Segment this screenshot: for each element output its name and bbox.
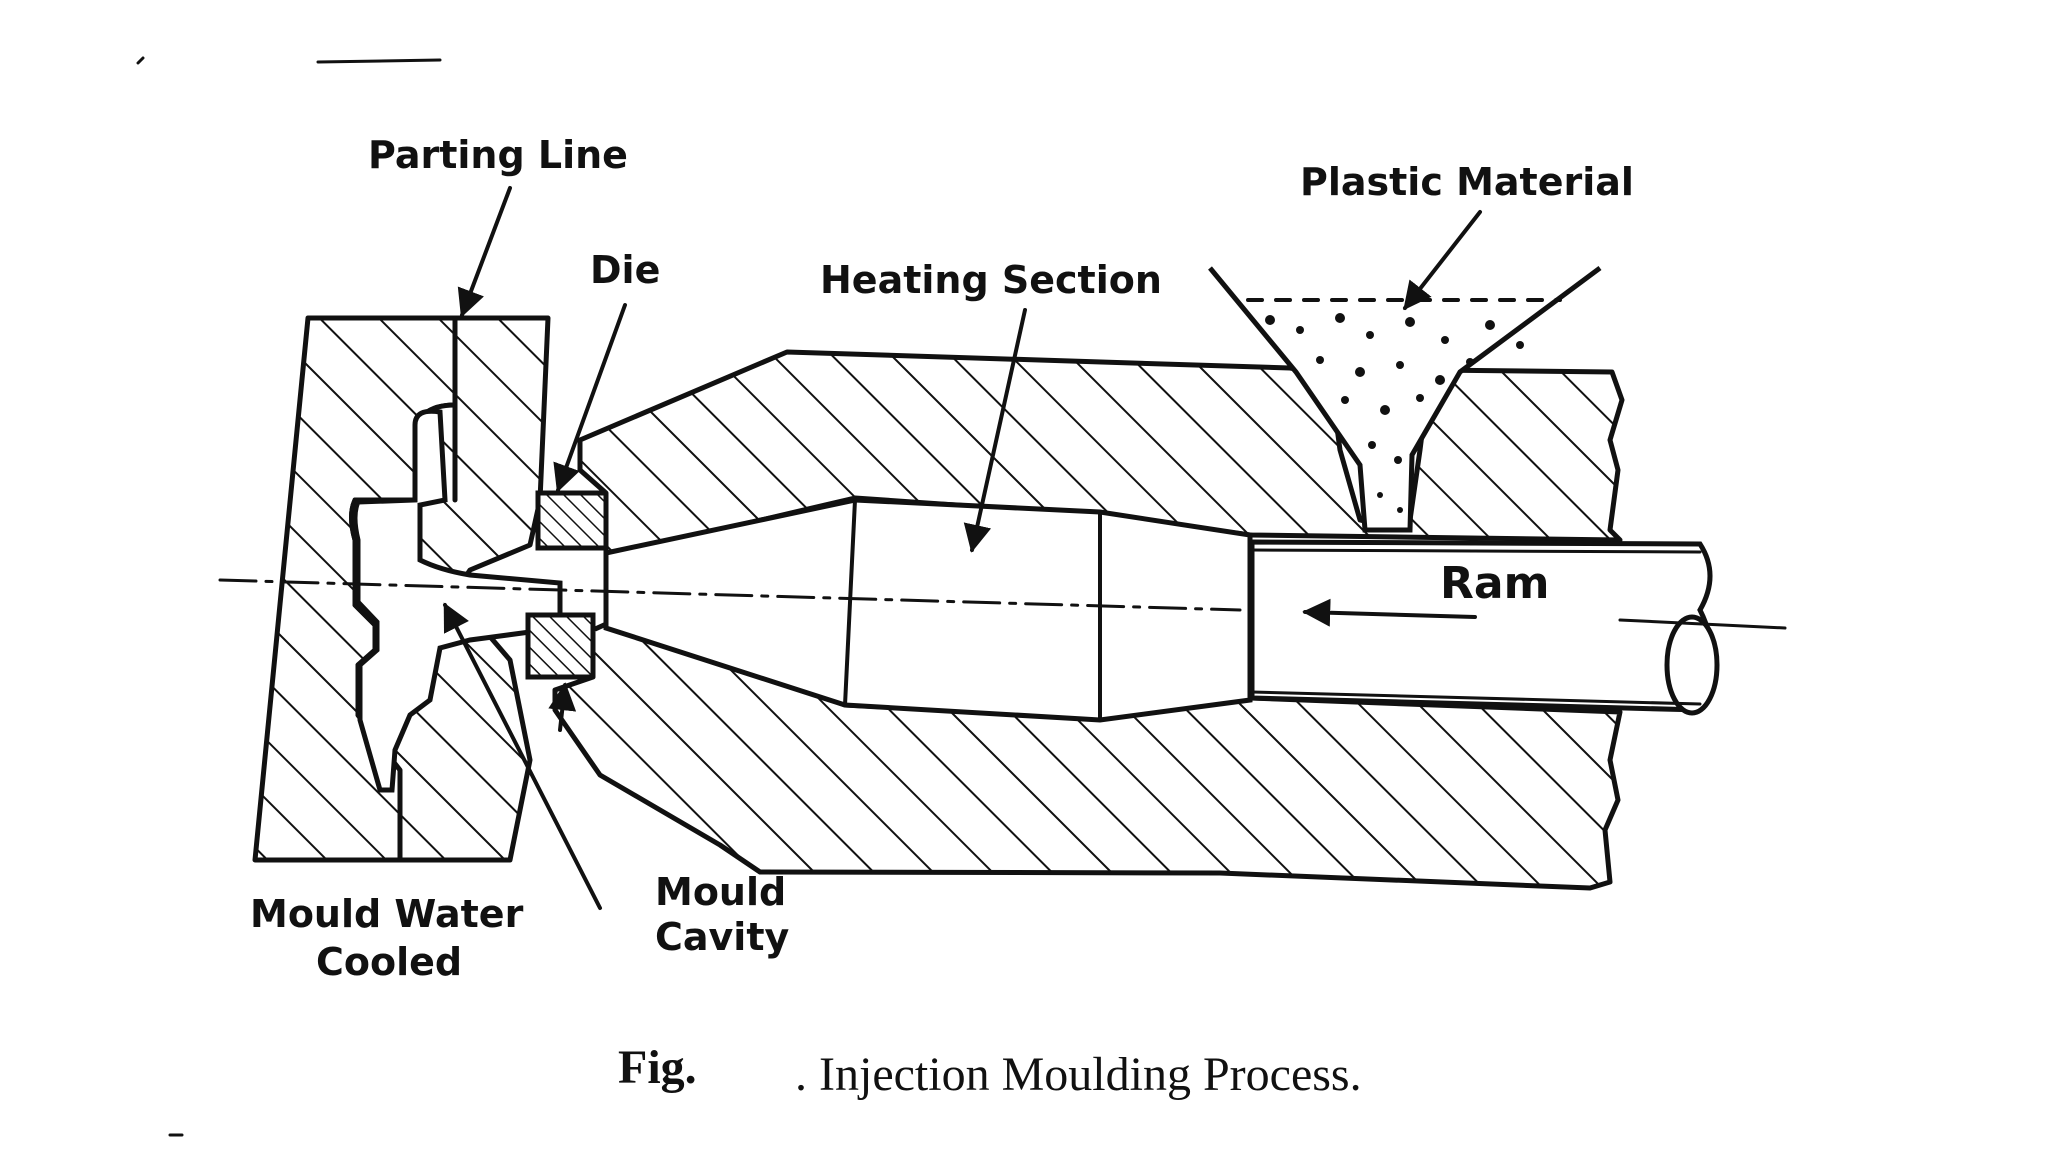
label-die: Die — [590, 248, 660, 292]
label-ram: Ram — [1440, 558, 1549, 609]
heating-section-left-wall — [843, 498, 857, 707]
label-mould-water: Mould Water — [250, 892, 524, 936]
caption-prefix: Fig. — [618, 1041, 697, 1094]
label-mould: Mould — [655, 870, 786, 914]
die-leader — [553, 303, 627, 493]
die-lower-leader — [548, 682, 577, 732]
hopper — [1208, 265, 1602, 533]
die-lower — [525, 612, 596, 680]
label-cooled: Cooled — [316, 940, 462, 984]
die-upper — [535, 490, 609, 551]
ram-top-edge — [1250, 548, 1702, 554]
plastic-material-leader — [1403, 210, 1482, 311]
ram-direction-arrow — [1302, 598, 1477, 627]
plastic-granules — [1265, 313, 1524, 513]
ram-bottom-edge — [1250, 690, 1702, 706]
centre-line-right — [1618, 618, 1787, 630]
label-plastic-material: Plastic Material — [1300, 160, 1634, 204]
label-parting-line: Parting Line — [368, 133, 628, 177]
heating-section-leader — [963, 308, 1027, 553]
scan-residue — [136, 56, 442, 65]
parting-line-leader — [457, 186, 512, 318]
caption-text: . Injection Moulding Process. — [795, 1048, 1362, 1101]
mould-cavity-leader — [443, 602, 602, 910]
ram-end — [1664, 614, 1720, 716]
label-cavity: Cavity — [655, 915, 789, 959]
label-heating-section: Heating Section — [820, 258, 1162, 302]
centre-line — [218, 578, 1242, 612]
